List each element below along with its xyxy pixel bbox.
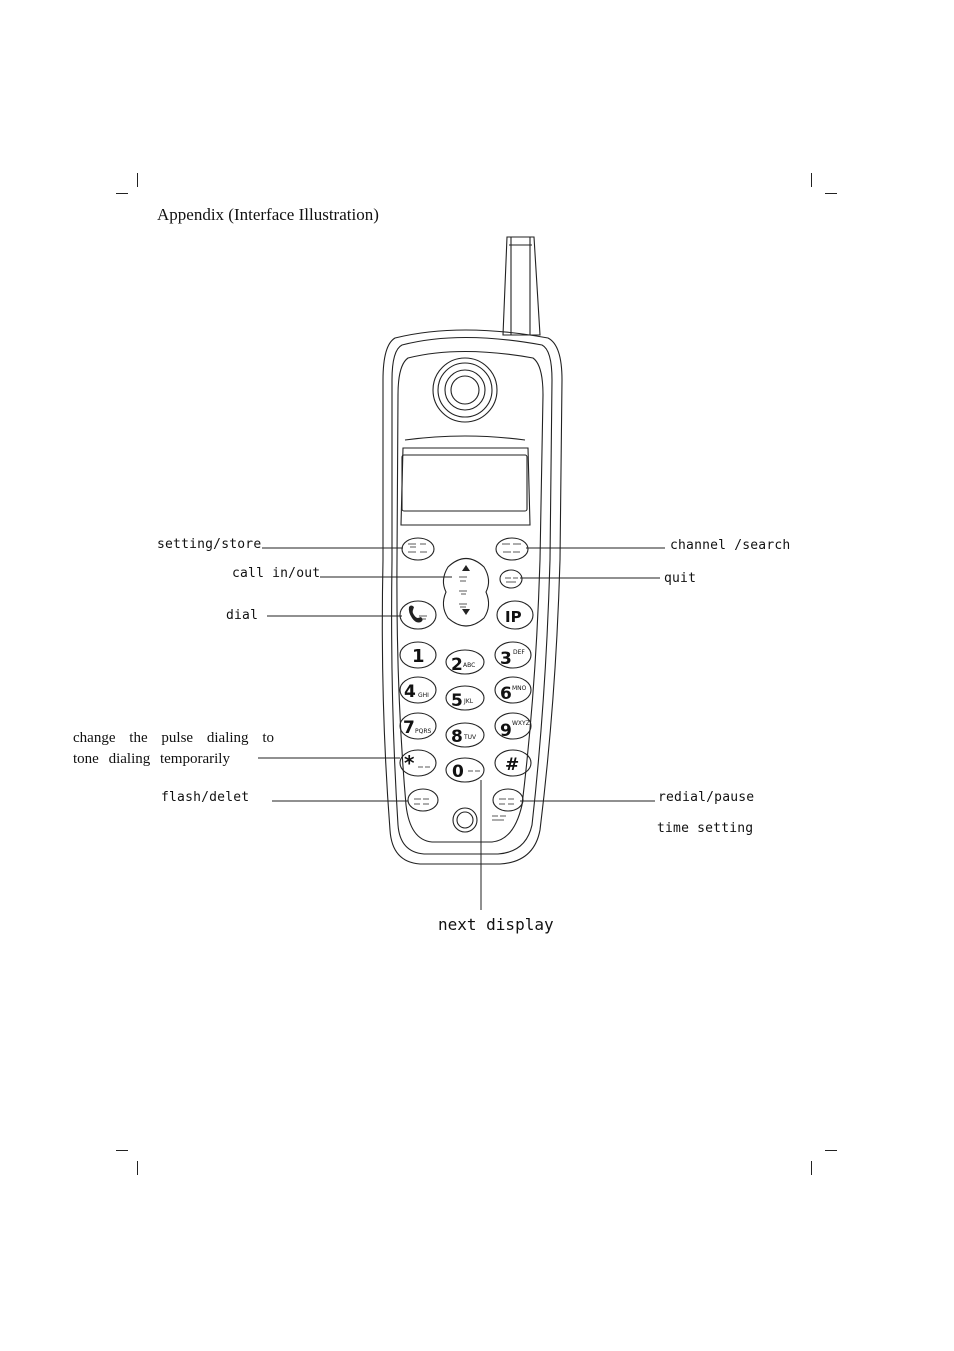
key-6-label: 6 [500, 684, 512, 704]
key-0 [445, 757, 485, 783]
page-title: Appendix (Interface Illustration) [157, 205, 379, 224]
key-6 [494, 676, 532, 704]
crop-mark-top-right-v [811, 173, 812, 187]
key-5 [445, 685, 485, 711]
key-6-sub: MNO [512, 685, 527, 692]
ip-key-label: IP [505, 608, 522, 626]
handset-body [381, 329, 563, 865]
crop-mark-top-left-v [137, 173, 138, 187]
key-3-label: 3 [500, 649, 512, 669]
key-8-label: 8 [451, 727, 463, 747]
crop-mark-bottom-right-v [811, 1161, 812, 1175]
key-hash [494, 749, 532, 777]
key-8 [445, 722, 485, 748]
key-hash-label: # [505, 755, 519, 775]
label-call-in-out: call in/out [232, 566, 321, 581]
label-pulse-line-1: change the pulse dialing to [73, 730, 274, 746]
key-7 [399, 712, 437, 740]
key-2 [445, 649, 485, 675]
key-1 [399, 641, 437, 669]
channel-search-key [495, 537, 529, 561]
key-8-sub: TUV [463, 734, 477, 741]
handset-face [396, 350, 544, 843]
antenna [502, 236, 541, 336]
key-star [399, 749, 437, 777]
label-next-display: next display [438, 915, 554, 934]
dial-key [399, 600, 437, 630]
key-3 [494, 641, 532, 669]
flash-delet-key [407, 788, 439, 812]
key-4-label: 4 [404, 682, 416, 702]
key-2-sub: ABC [463, 662, 475, 669]
key-7-sub: PQRS [415, 728, 432, 735]
label-dial: dial [226, 608, 259, 623]
key-5-label: 5 [451, 691, 463, 711]
label-time-setting: time setting [657, 821, 754, 836]
key-9-sub: WXYZ [512, 720, 530, 727]
key-7-label: 7 [403, 718, 415, 738]
label-redial-pause: redial/pause [658, 790, 755, 805]
crop-mark-bottom-right-h [825, 1150, 837, 1151]
key-4-sub: GHI [418, 692, 429, 699]
display-screen [401, 454, 528, 512]
key-5-sub: JKL [463, 698, 474, 705]
label-quit: quit [664, 571, 697, 586]
microphone [452, 807, 478, 833]
earpiece [432, 357, 498, 423]
label-pulse-to-tone: change the pulse dialing to tone dialing… [73, 728, 274, 770]
key-star-label: * [404, 751, 415, 775]
call-in-out-rocker [442, 557, 490, 627]
key-0-label: 0 [452, 762, 464, 782]
label-setting-store: setting/store [157, 537, 262, 552]
label-pulse-line-2: tone dialing temporarily [73, 751, 230, 767]
label-channel-search: channel /search [670, 538, 791, 553]
key-2-label: 2 [451, 655, 463, 675]
key-4 [399, 676, 437, 704]
quit-key [499, 569, 523, 589]
key-3-sub: DEF [513, 649, 525, 656]
label-flash-delet: flash/delet [161, 790, 250, 805]
key-1-label: 1 [412, 646, 425, 667]
key-9-label: 9 [500, 721, 512, 741]
crop-mark-top-right-h [825, 193, 837, 194]
ip-key [496, 600, 534, 630]
crop-mark-top-left-h [116, 193, 128, 194]
crop-mark-bottom-left-v [137, 1161, 138, 1175]
setting-store-key [401, 537, 435, 561]
redial-pause-key [492, 788, 524, 812]
key-9 [494, 712, 532, 740]
crop-mark-bottom-left-h [116, 1150, 128, 1151]
